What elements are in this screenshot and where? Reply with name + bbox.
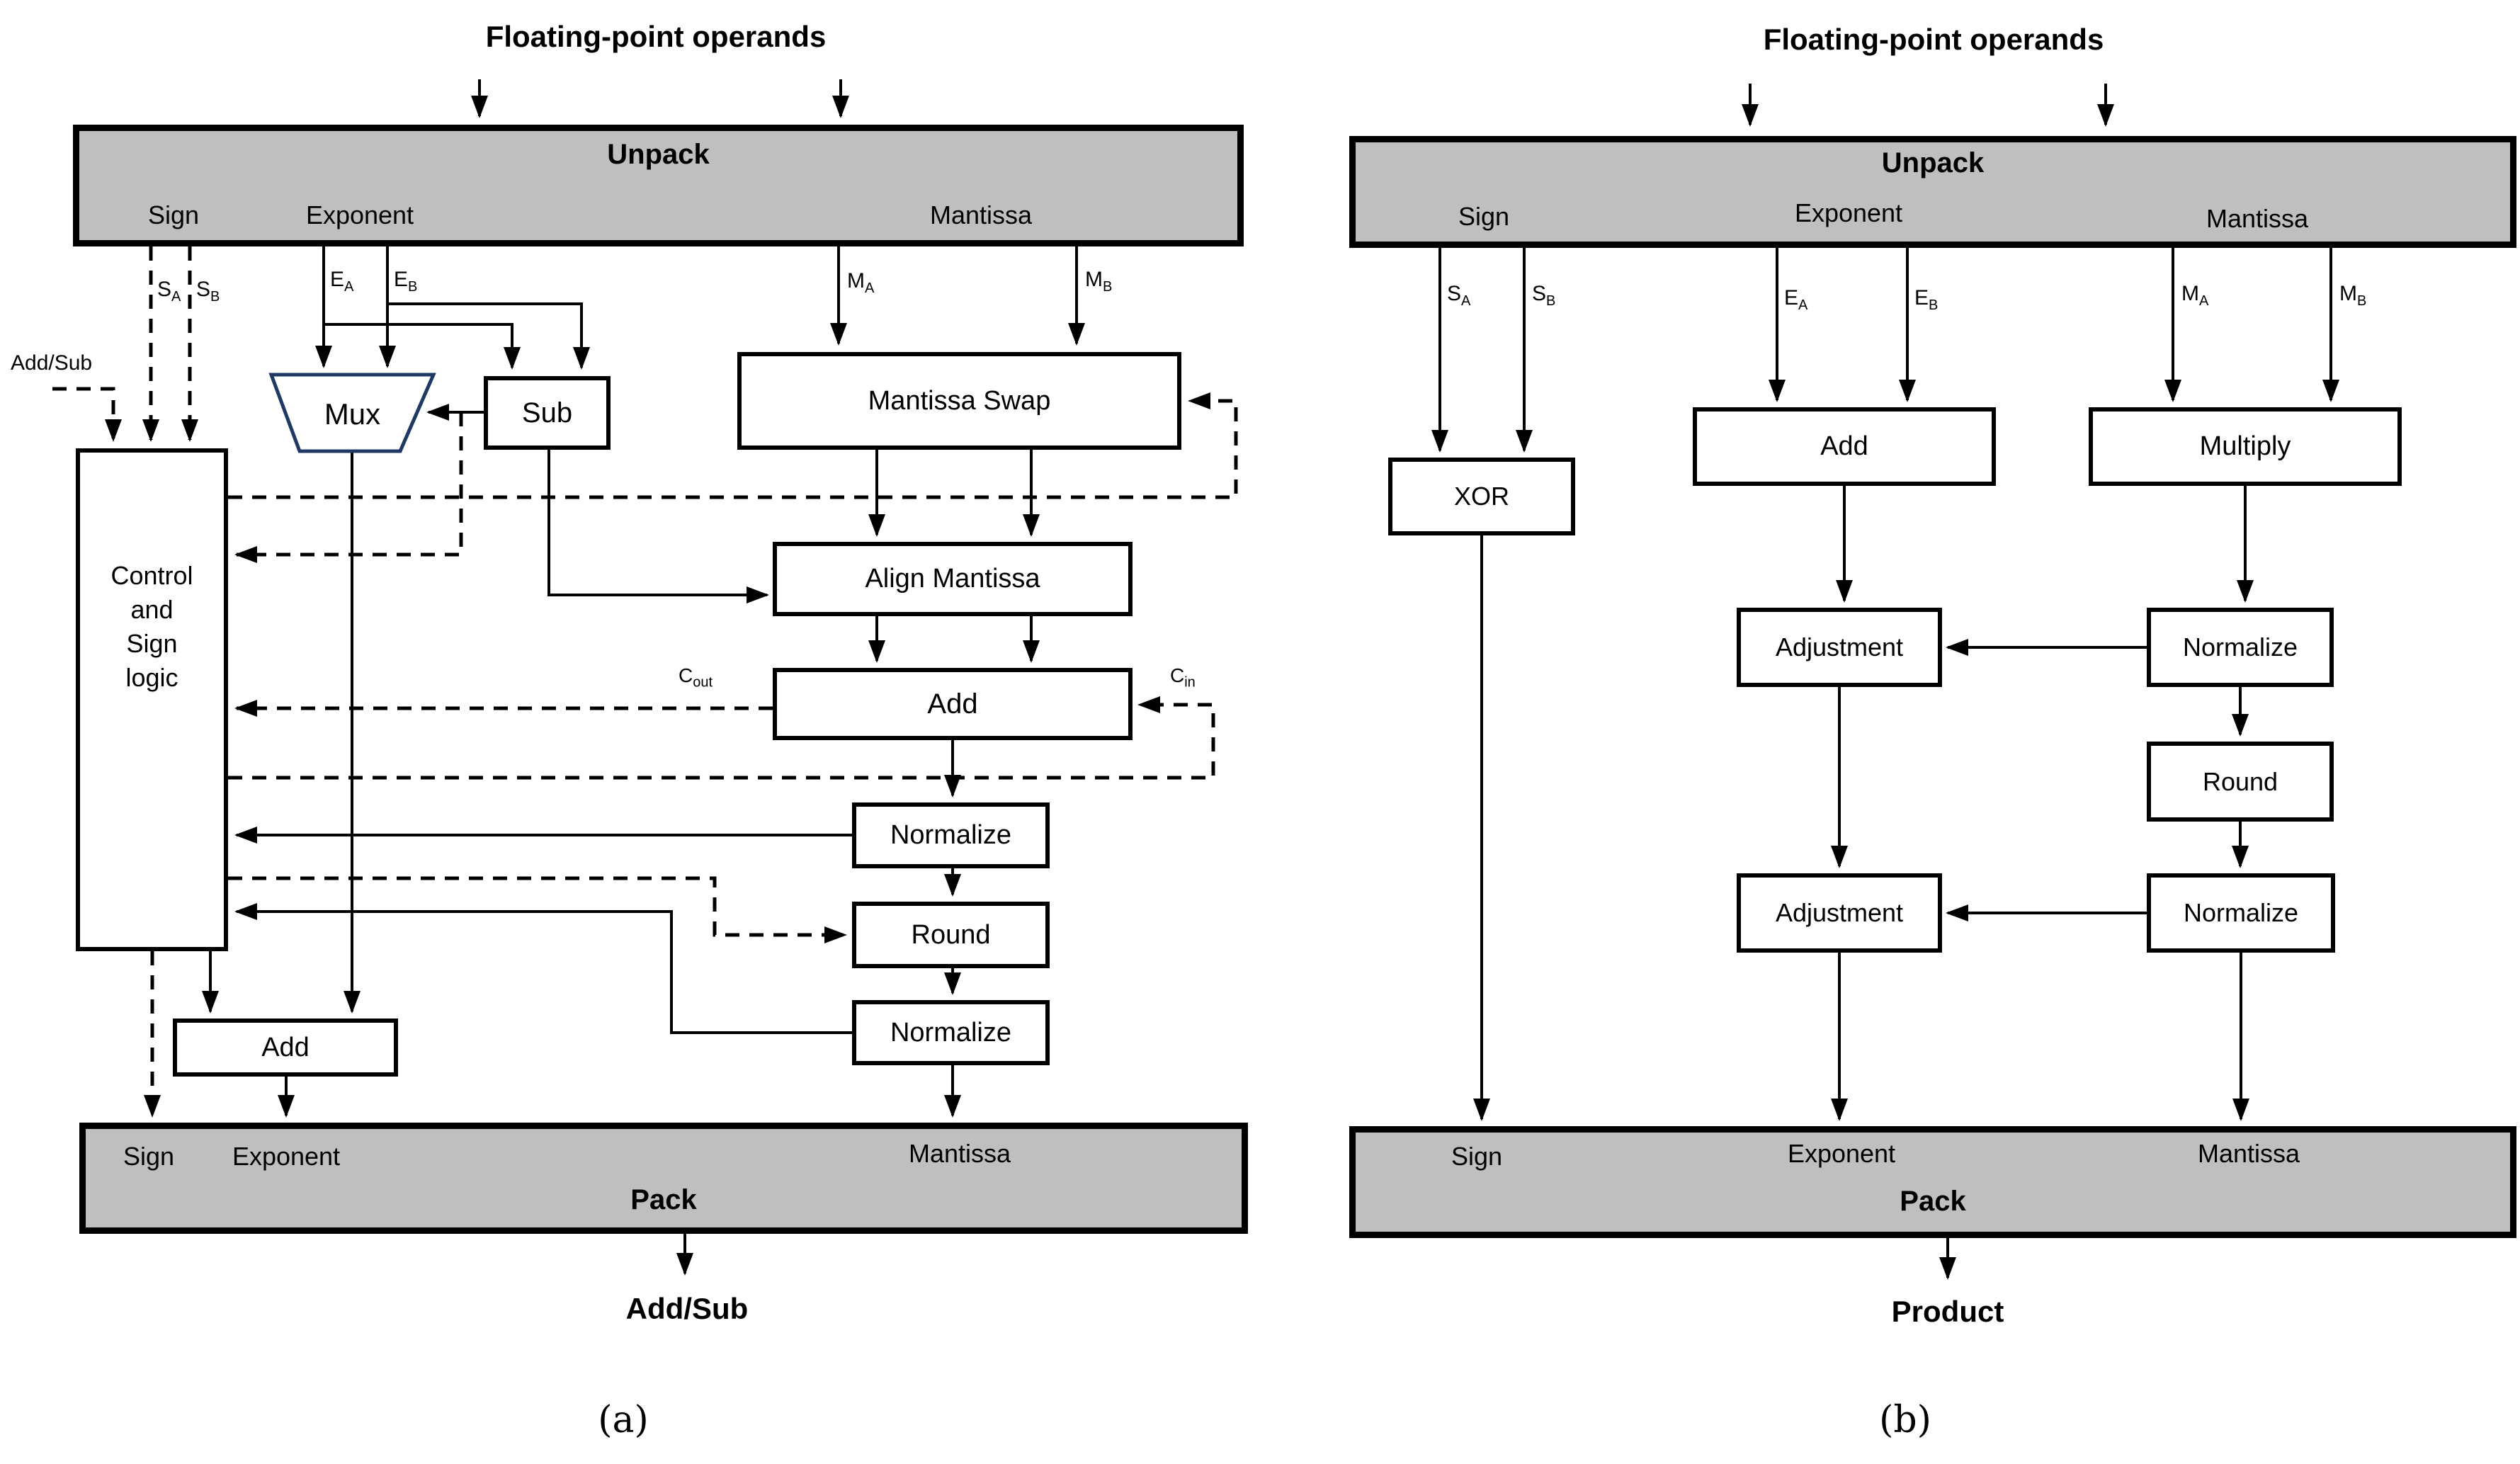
signal-mb-b: MB xyxy=(2339,282,2367,309)
signal-ea-b: EA xyxy=(1784,286,1808,313)
pack-title-a: Pack xyxy=(630,1184,697,1215)
connectors-diagram-a xyxy=(52,79,1238,1276)
block-control: Control and Sign logic xyxy=(76,448,228,951)
block-mux-label: Mux xyxy=(324,397,381,431)
block-exponent-add: Add xyxy=(173,1018,398,1077)
pack-exponent-a: Exponent xyxy=(232,1142,341,1171)
pack-exponent-b: Exponent xyxy=(1787,1139,1896,1168)
pack-title-b: Pack xyxy=(1900,1186,1966,1217)
addsub-input-label: Add/Sub xyxy=(11,351,93,375)
block-adjustment1: Adjustment xyxy=(1737,608,1942,687)
signal-ma-a: MA xyxy=(847,269,875,296)
signal-eb-b: EB xyxy=(1914,286,1939,313)
title-a: Floating-point operands xyxy=(485,20,827,53)
block-normalize2-a: Normalize xyxy=(852,1000,1050,1065)
block-round-a: Round xyxy=(852,902,1050,968)
title-b: Floating-point operands xyxy=(1763,23,2104,56)
pack-mantissa-a: Mantissa xyxy=(908,1139,1011,1168)
block-normalize1-a: Normalize xyxy=(852,802,1050,868)
signal-sa-b: SA xyxy=(1447,282,1471,309)
block-xor: XOR xyxy=(1388,458,1575,535)
wire-eb-sub xyxy=(387,302,590,370)
block-sub: Sub xyxy=(484,376,611,450)
signal-ma-b: MA xyxy=(2181,282,2209,309)
unpack-mantissa-b: Mantissa xyxy=(2206,204,2309,233)
pack-sign-b: Sign xyxy=(1451,1142,1503,1171)
unpack-bar-b xyxy=(1349,136,2516,248)
caption-b: (b) xyxy=(1879,1399,1931,1441)
signal-eb-a: EB xyxy=(394,268,418,295)
signal-ea-a: EA xyxy=(330,268,354,295)
output-label-a: Add/Sub xyxy=(625,1292,749,1325)
unpack-bar-a xyxy=(73,125,1244,246)
block-add-b: Add xyxy=(1693,407,1996,486)
block-align-mantissa: Align Mantissa xyxy=(773,542,1133,616)
block-normalize2-b: Normalize xyxy=(2147,873,2335,953)
wire-norm2-control xyxy=(234,903,852,1034)
unpack-sign-a: Sign xyxy=(147,200,200,229)
block-adjustment2: Adjustment xyxy=(1737,873,1942,953)
connectors-diagram-b xyxy=(1431,84,2339,1280)
unpack-title-b: Unpack xyxy=(1881,147,1985,178)
cout-label: Cout xyxy=(679,664,713,691)
pack-mantissa-b: Mantissa xyxy=(2197,1139,2300,1168)
wire-ea-sub xyxy=(324,323,521,370)
wire-sub-control xyxy=(234,412,463,563)
unpack-sign-b: Sign xyxy=(1458,202,1510,231)
signal-sa-a: SA xyxy=(157,278,181,305)
mux-shape xyxy=(268,373,436,453)
pack-bar-b xyxy=(1349,1126,2516,1238)
wire-cin xyxy=(228,696,1215,780)
pack-sign-a: Sign xyxy=(123,1142,175,1171)
wire-addsub-input xyxy=(52,387,122,442)
block-mantissa-swap: Mantissa Swap xyxy=(737,352,1181,450)
wire-control-round xyxy=(228,876,847,943)
unpack-exponent-b: Exponent xyxy=(1794,198,1903,227)
unpack-title-a: Unpack xyxy=(607,139,710,170)
block-multiply: Multiply xyxy=(2089,407,2402,486)
signal-mb-a: MB xyxy=(1085,268,1113,295)
signal-sb-a: SB xyxy=(196,278,220,305)
block-round-b: Round xyxy=(2147,742,2334,822)
wire-sub-align xyxy=(547,450,769,603)
cin-label: Cin xyxy=(1170,664,1196,691)
signal-sb-b: SB xyxy=(1532,282,1556,309)
unpack-mantissa-a: Mantissa xyxy=(929,200,1033,229)
unpack-exponent-a: Exponent xyxy=(305,200,414,229)
block-normalize1-b: Normalize xyxy=(2147,608,2334,687)
pack-bar-a xyxy=(79,1123,1248,1234)
output-label-b: Product xyxy=(1891,1295,2004,1328)
caption-a: (a) xyxy=(598,1399,649,1441)
block-add-a: Add xyxy=(773,668,1133,740)
